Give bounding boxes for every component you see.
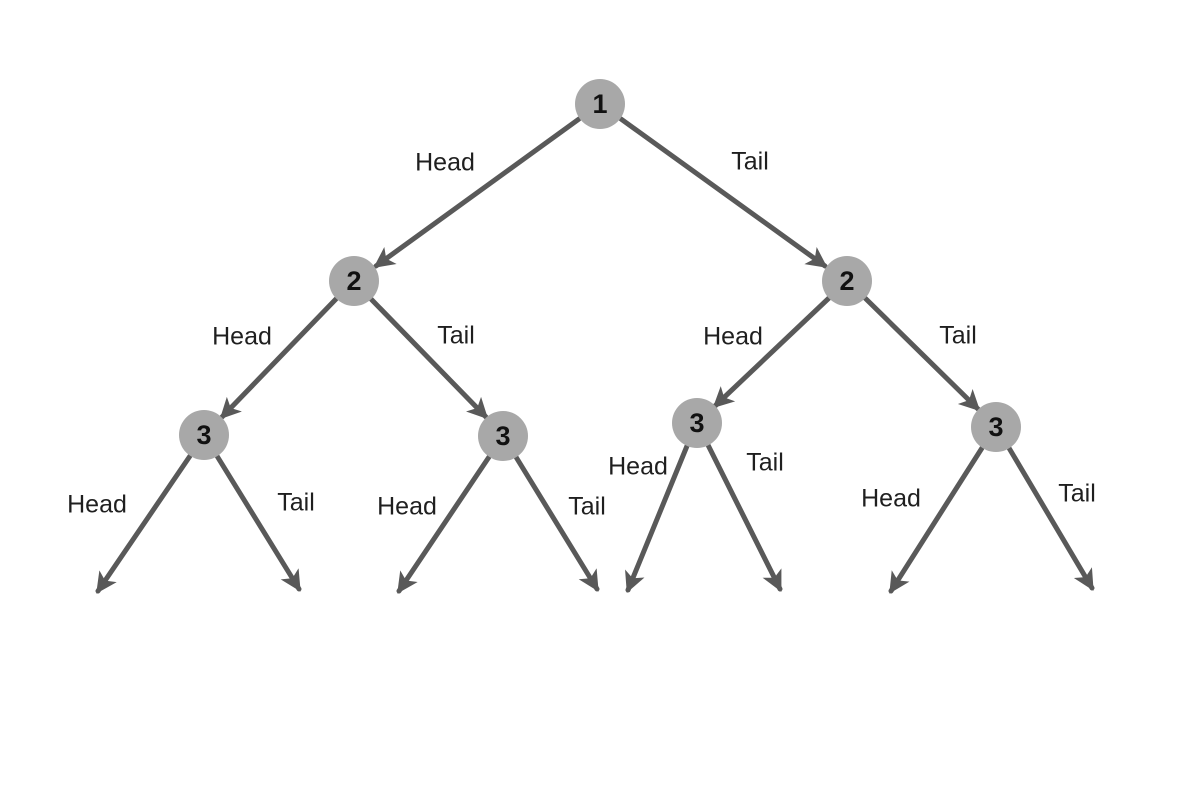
- edge-arrow: [95, 453, 193, 594]
- edge-arrow: [368, 296, 489, 420]
- tree-node-flip-2-left: 2: [329, 256, 379, 306]
- tree-node-flip-1: 1: [575, 79, 625, 129]
- edge-arrow: [1006, 445, 1095, 591]
- edge-label-head: Head: [67, 490, 127, 519]
- tree-node-flip-2-right: 2: [822, 256, 872, 306]
- tree-node-flip-3-b: 3: [478, 411, 528, 461]
- edge-label-tail: Tail: [568, 492, 606, 521]
- edge-label-tail: Tail: [746, 448, 784, 477]
- edge-label-tail: Tail: [437, 321, 475, 350]
- edge-arrow: [219, 296, 339, 420]
- edge-arrow: [862, 295, 981, 412]
- edge-label-head: Head: [377, 492, 437, 521]
- edge-arrow: [396, 454, 492, 594]
- edge-label-head: Head: [608, 452, 668, 481]
- tree-node-flip-3-d: 3: [971, 402, 1021, 452]
- edge-label-head: Head: [212, 322, 272, 351]
- edge-label-head: Head: [861, 484, 921, 513]
- tree-node-flip-3-c: 3: [672, 398, 722, 448]
- edge-label-tail: Tail: [731, 147, 769, 176]
- edge-label-tail: Tail: [939, 321, 977, 350]
- tree-node-flip-3-a: 3: [179, 410, 229, 460]
- edge-arrow: [513, 454, 600, 592]
- edge-label-tail: Tail: [277, 488, 315, 517]
- edge-arrow: [712, 295, 832, 409]
- edge-arrow: [888, 445, 985, 594]
- edge-label-tail: Tail: [1058, 479, 1096, 508]
- edge-arrow: [373, 116, 582, 269]
- edge-arrow: [705, 442, 783, 592]
- edge-arrow: [618, 116, 828, 269]
- edge-label-head: Head: [703, 322, 763, 351]
- edge-arrow: [214, 453, 302, 592]
- edge-arrow: [625, 443, 690, 593]
- edge-label-head: Head: [415, 148, 475, 177]
